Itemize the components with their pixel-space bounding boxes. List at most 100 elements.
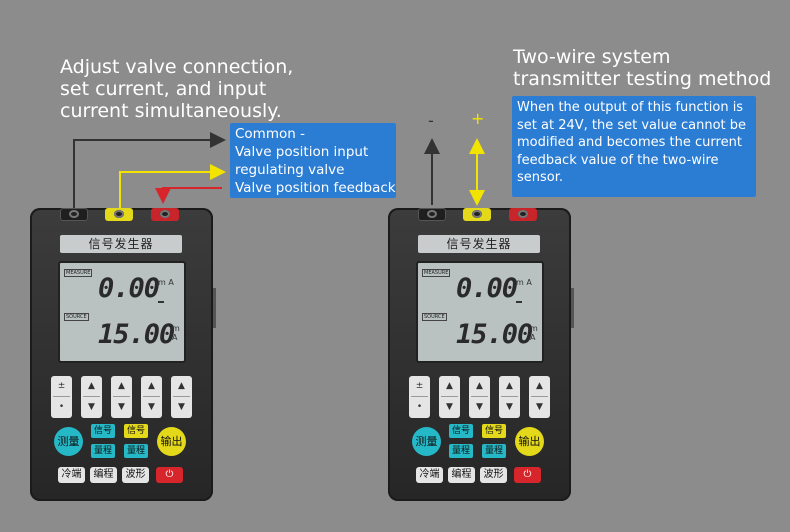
digit-key-3[interactable]: ▲ ▼ xyxy=(499,376,520,418)
signal-bars xyxy=(516,301,522,303)
device-title: 信号发生器 xyxy=(418,235,540,253)
lcd-screen: MEASURE 0.00 m A SOURCE 15.00 m A xyxy=(416,261,544,363)
jack-row xyxy=(414,208,544,222)
program-button[interactable]: 编程 xyxy=(448,467,475,483)
right-heading: Two-wire system transmitter testing meth… xyxy=(513,46,772,90)
up-arrow-icon: ▲ xyxy=(476,381,483,391)
down-arrow-icon: ▼ xyxy=(118,402,125,412)
digit-key-4[interactable]: ▲ ▼ xyxy=(529,376,550,418)
output-button[interactable]: 输出 xyxy=(515,427,544,456)
key-divider xyxy=(83,396,100,397)
minus-label: - xyxy=(428,111,434,130)
power-button[interactable]: ⏻ xyxy=(156,467,183,483)
up-arrow-icon: ▲ xyxy=(506,381,513,391)
plus-label: + xyxy=(471,109,485,128)
right-callout-text: When the output of this function is set … xyxy=(517,100,747,185)
device-title: 信号发生器 xyxy=(60,235,182,253)
cold-junction-button[interactable]: 冷端 xyxy=(416,467,443,483)
signal-jack[interactable] xyxy=(105,208,133,221)
range-button-cyan[interactable]: 量程 xyxy=(449,444,473,458)
measure-unit: m A xyxy=(516,278,532,287)
source-value: 15.00 xyxy=(456,319,533,350)
source-unit: m A xyxy=(172,324,180,342)
measure-value: 0.00 xyxy=(98,273,160,304)
digit-key-3[interactable]: ▲ ▼ xyxy=(141,376,162,418)
signal-generator-left: 信号发生器 MEASURE 0.00 m A SOURCE 15.00 m A … xyxy=(30,208,216,501)
valve-input-wire xyxy=(119,164,226,208)
key-divider xyxy=(501,396,518,397)
down-arrow-icon: ▼ xyxy=(88,402,95,412)
dot-icon: • xyxy=(58,402,65,412)
plus-minus-key[interactable]: ± • xyxy=(51,376,72,418)
signal-button-cyan[interactable]: 信号 xyxy=(449,424,473,438)
measure-label: MEASURE xyxy=(422,269,451,277)
down-arrow-icon: ▼ xyxy=(446,402,453,412)
feedback-jack[interactable] xyxy=(509,208,537,221)
signal-button-cyan[interactable]: 信号 xyxy=(91,424,115,438)
range-button-cyan-2[interactable]: 量程 xyxy=(124,444,148,458)
dot-icon: • xyxy=(416,402,423,412)
range-button-cyan-2[interactable]: 量程 xyxy=(482,444,506,458)
measure-unit: m A xyxy=(158,278,174,287)
key-divider xyxy=(53,396,70,397)
up-arrow-icon: ▲ xyxy=(148,381,155,391)
key-divider xyxy=(471,396,488,397)
signal-button-yellow[interactable]: 信号 xyxy=(482,424,506,438)
up-arrow-icon: ▲ xyxy=(178,381,185,391)
side-tab xyxy=(571,288,574,328)
feedback-wire xyxy=(155,187,222,204)
measure-button[interactable]: 测量 xyxy=(54,427,83,456)
key-divider xyxy=(113,396,130,397)
key-divider xyxy=(173,396,190,397)
down-arrow-icon: ▼ xyxy=(506,402,513,412)
key-divider xyxy=(531,396,548,397)
callout-line-valve-input: Valve position input xyxy=(235,144,369,160)
source-label: SOURCE xyxy=(422,313,447,321)
down-arrow-icon: ▼ xyxy=(536,402,543,412)
digit-key-2[interactable]: ▲ ▼ xyxy=(469,376,490,418)
common-wire xyxy=(73,132,226,208)
output-button[interactable]: 输出 xyxy=(157,427,186,456)
digit-key-1[interactable]: ▲ ▼ xyxy=(439,376,460,418)
up-arrow-icon: ▲ xyxy=(118,381,125,391)
key-divider xyxy=(441,396,458,397)
signal-button-yellow[interactable]: 信号 xyxy=(124,424,148,438)
power-button[interactable]: ⏻ xyxy=(514,467,541,483)
signal-bars xyxy=(158,301,164,303)
callout-line-regulating: regulating valve xyxy=(235,162,345,178)
key-divider xyxy=(411,396,428,397)
digit-key-4[interactable]: ▲ ▼ xyxy=(171,376,192,418)
down-arrow-icon: ▼ xyxy=(476,402,483,412)
waveform-button[interactable]: 波形 xyxy=(122,467,149,483)
source-unit: m A xyxy=(530,324,538,342)
digit-key-1[interactable]: ▲ ▼ xyxy=(81,376,102,418)
plus-minus-icon: ± xyxy=(57,381,66,391)
measure-value: 0.00 xyxy=(456,273,518,304)
left-callout: Common - Valve position input regulating… xyxy=(230,123,396,198)
plus-minus-key[interactable]: ± • xyxy=(409,376,430,418)
source-value: 15.00 xyxy=(98,319,175,350)
measure-label: MEASURE xyxy=(64,269,93,277)
side-tab xyxy=(213,288,216,328)
lcd-screen: MEASURE 0.00 m A SOURCE 15.00 m A xyxy=(58,261,186,363)
right-callout: When the output of this function is set … xyxy=(512,96,756,197)
range-button-cyan[interactable]: 量程 xyxy=(91,444,115,458)
cold-junction-button[interactable]: 冷端 xyxy=(58,467,85,483)
source-label: SOURCE xyxy=(64,313,89,321)
signal-jack[interactable] xyxy=(463,208,491,221)
up-arrow-icon: ▲ xyxy=(446,381,453,391)
common-jack[interactable] xyxy=(418,208,446,221)
up-arrow-icon: ▲ xyxy=(88,381,95,391)
plus-minus-icon: ± xyxy=(415,381,424,391)
measure-button[interactable]: 测量 xyxy=(412,427,441,456)
down-arrow-icon: ▼ xyxy=(178,402,185,412)
feedback-jack[interactable] xyxy=(151,208,179,221)
key-divider xyxy=(143,396,160,397)
digit-key-2[interactable]: ▲ ▼ xyxy=(111,376,132,418)
program-button[interactable]: 编程 xyxy=(90,467,117,483)
common-jack[interactable] xyxy=(60,208,88,221)
waveform-button[interactable]: 波形 xyxy=(480,467,507,483)
left-heading: Adjust valve connection, set current, an… xyxy=(60,56,294,122)
up-arrow-icon: ▲ xyxy=(536,381,543,391)
